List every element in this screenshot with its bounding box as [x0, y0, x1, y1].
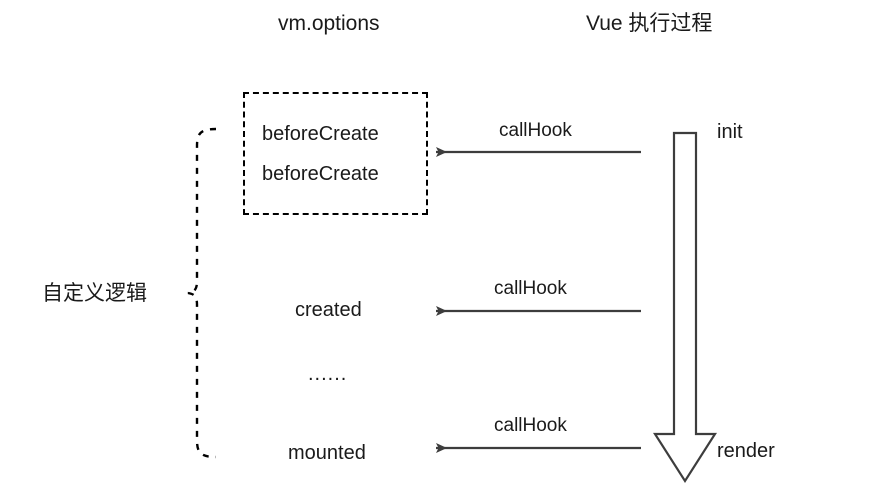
callhook-label-mounted: callHook	[494, 415, 567, 436]
hook-label-before-create-1: beforeCreate	[262, 123, 379, 145]
hook-label-before-create-2: beforeCreate	[262, 163, 379, 185]
flow-arrow-label-render: render	[717, 440, 775, 462]
hook-label-ellipsis: ......	[308, 363, 348, 385]
callhook-label-created: callHook	[494, 278, 567, 299]
hook-label-mounted: mounted	[288, 442, 366, 464]
callhook-label-before-create: callHook	[499, 120, 572, 141]
flow-arrow-vertical	[652, 131, 718, 484]
column-heading-vue-process: Vue 执行过程	[586, 12, 713, 35]
options-dashed-box	[243, 92, 428, 215]
flow-arrow-label-init: init	[717, 121, 743, 143]
brace-label-custom-logic: 自定义逻辑	[42, 282, 147, 305]
column-heading-vm-options: vm.options	[278, 12, 380, 35]
custom-logic-brace	[187, 127, 217, 459]
hook-label-created: created	[295, 299, 362, 321]
